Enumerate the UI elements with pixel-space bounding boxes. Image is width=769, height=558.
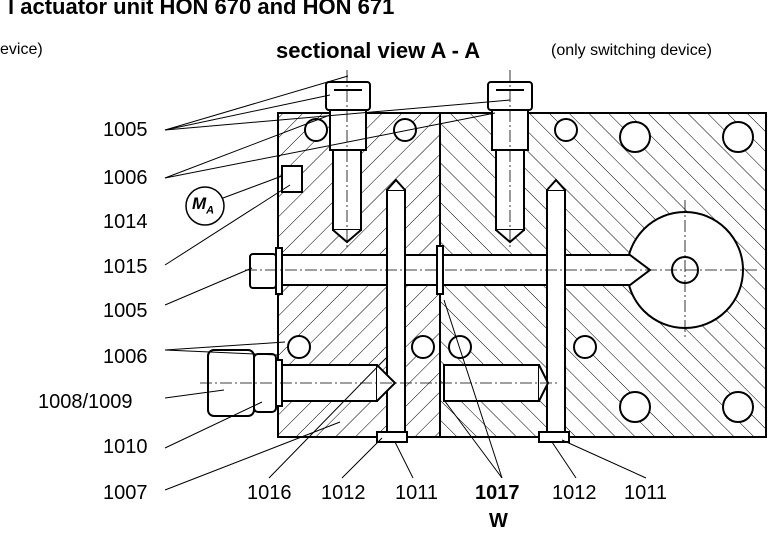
callout-1012-left: 1012 [321,482,366,504]
seal-ring [436,245,444,295]
left-center-bore [386,189,406,441]
callout-1011-left: 1011 [395,482,439,504]
callout-1017: 1017 [475,482,520,504]
callout-1015: 1015 [103,256,148,278]
torque-symbol-label: MA [192,194,215,217]
page-title: l actuator unit HON 670 and HON 671 [8,0,395,19]
callout-1005-mid: 1005 [103,300,148,322]
callout-1011-right: 1011 [624,482,668,504]
callout-1016: 1016 [247,482,292,504]
bottom-plug-right [538,431,570,443]
callout-1010: 1010 [103,436,148,458]
callout-1007: 1007 [103,482,148,504]
callout-1005-top: 1005 [103,119,148,141]
torque-symbol-circle [185,186,225,226]
callout-w: W [489,510,508,532]
bolt-holes [287,118,754,423]
callout-1012-right: 1012 [552,482,597,504]
callout-1014: 1014 [103,211,148,233]
side-plug [281,165,303,193]
section-note: (only switching device) [551,42,712,59]
left-plug [249,247,283,295]
callout-1008-1009: 1008/1009 [38,391,133,413]
subtitle-left: evice) [0,41,43,58]
section-title: sectional view A - A [276,38,481,63]
top-plug-left [325,81,371,151]
bottom-plug-left [376,431,408,443]
leader-lines [164,75,647,491]
right-center-bore [546,189,566,441]
callout-1006-top: 1006 [103,167,148,189]
callout-1006-mid: 1006 [103,346,148,368]
